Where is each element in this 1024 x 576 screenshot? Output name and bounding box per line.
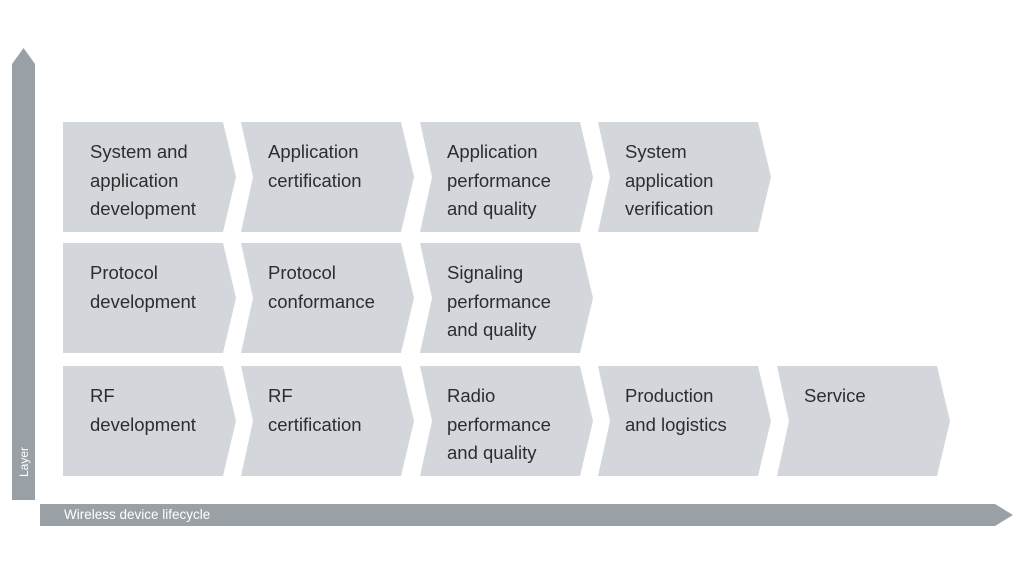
stage-label: Production and logistics bbox=[625, 385, 727, 435]
stage-label: RF certification bbox=[268, 385, 362, 435]
stage-chevron-protocol-2: Protocol conformance bbox=[241, 243, 414, 353]
stage-label: Application certification bbox=[268, 141, 362, 191]
stage-chevron-application-3: Application performance and quality bbox=[420, 122, 593, 232]
stage-chevron-application-1: System and application development bbox=[63, 122, 236, 232]
stage-label: Application performance and quality bbox=[447, 141, 551, 219]
stage-label: Signaling performance and quality bbox=[447, 262, 551, 340]
stage-chevron-protocol-1: Protocol development bbox=[63, 243, 236, 353]
stage-chevron-rf-2: RF certification bbox=[241, 366, 414, 476]
stage-chevron-protocol-3: Signaling performance and quality bbox=[420, 243, 593, 353]
stage-label: System and application development bbox=[90, 141, 196, 219]
stage-label: Protocol development bbox=[90, 262, 196, 312]
stage-label: Radio performance and quality bbox=[447, 385, 551, 463]
stage-label: Protocol conformance bbox=[268, 262, 375, 312]
stage-label: Service bbox=[804, 385, 866, 406]
lifecycle-axis-arrow: Wireless device lifecycle bbox=[40, 504, 1013, 526]
stage-chevron-application-4: System application verification bbox=[598, 122, 771, 232]
stage-label: System application verification bbox=[625, 141, 714, 219]
stage-chevron-rf-5: Service bbox=[777, 366, 950, 476]
layer-axis-arrow bbox=[12, 48, 35, 500]
stage-label: RF development bbox=[90, 385, 196, 435]
lifecycle-axis-label: Wireless device lifecycle bbox=[64, 507, 211, 522]
layer-axis-label: Layer bbox=[17, 446, 31, 478]
stage-chevron-rf-1: RF development bbox=[63, 366, 236, 476]
stage-chevron-application-2: Application certification bbox=[241, 122, 414, 232]
stage-chevron-rf-4: Production and logistics bbox=[598, 366, 771, 476]
stage-chevron-rf-3: Radio performance and quality bbox=[420, 366, 593, 476]
